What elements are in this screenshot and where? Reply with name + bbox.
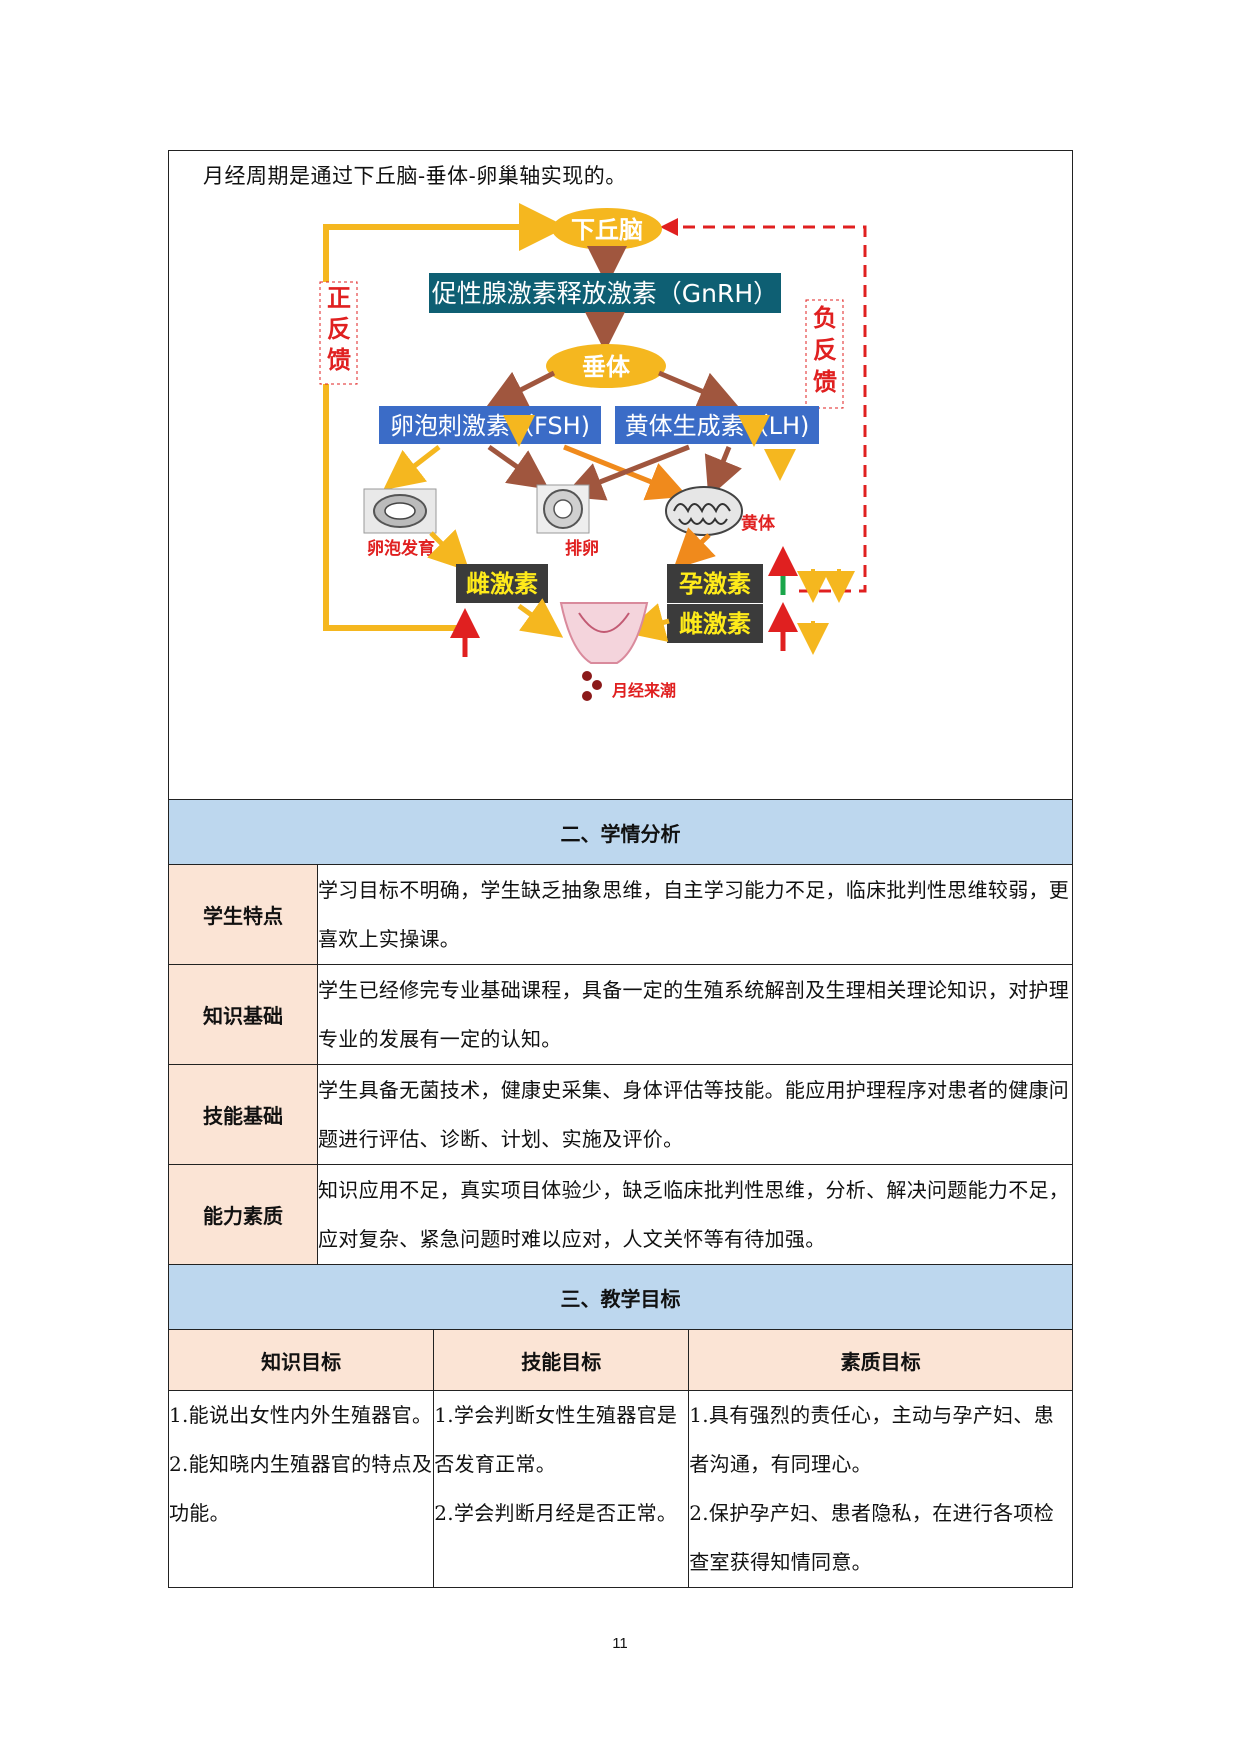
corpus-luteum-image <box>665 486 743 536</box>
quality-goal-2: 2.保护孕产妇、患者隐私，在进行各项检查室获得知情同意。 <box>689 1501 1055 1574</box>
section-2-title: 二、学情分析 <box>168 799 1073 865</box>
lh-label: 黄体生成素（LH) <box>625 412 810 440</box>
skill-goal-1: 1.学会判断女性生殖器官是否发育正常。 <box>434 1403 678 1476</box>
ovulation-image <box>536 484 590 534</box>
intro-cell: 月经周期是通过下丘脑-垂体-卵巢轴实现的。 正 反 <box>168 150 1073 800</box>
blood-drop <box>582 691 592 701</box>
row-text-knowledge-base: 学生已经修完专业基础课程，具备一定的生殖系统解剖及生理相关理论知识，对护理专业的… <box>317 964 1073 1065</box>
row-label-ability: 能力素质 <box>168 1164 318 1265</box>
corpus-luteum-label: 黄体 <box>741 513 776 534</box>
skill-goals-cell: 1.学会判断女性生殖器官是否发育正常。 2.学会判断月经是否正常。 <box>433 1390 690 1588</box>
page-number: 11 <box>612 1635 628 1652</box>
progesterone-label: 孕激素 <box>679 570 751 598</box>
estrogen-2-box <box>667 604 763 643</box>
row-label-knowledge-base: 知识基础 <box>168 964 318 1065</box>
fsh-label: 卵泡刺激素（FSH) <box>390 412 590 440</box>
knowledge-goal-2: 2.能知晓内生殖器官的特点及功能。 <box>169 1452 433 1525</box>
column-skill-goals: 技能目标 <box>433 1329 690 1391</box>
row-label-student-traits: 学生特点 <box>168 864 318 965</box>
negative-feedback-box <box>805 299 844 409</box>
estrogen-box <box>456 564 548 603</box>
negative-feedback-label-3: 馈 <box>813 368 837 396</box>
negative-feedback-label-1: 负 <box>813 304 837 332</box>
follicle-label: 卵泡发育 <box>367 538 435 559</box>
estrogen-label: 雌激素 <box>466 570 538 598</box>
hypothalamus-label: 下丘脑 <box>571 216 643 244</box>
quality-goal-1: 1.具有强烈的责任心，主动与孕产妇、患者沟通，有同理心。 <box>689 1403 1055 1476</box>
fsh-box <box>379 406 601 444</box>
menstruation-label: 月经来潮 <box>611 681 676 700</box>
row-text-student-traits: 学习目标不明确，学生缺乏抽象思维，自主学习能力不足，临床批判性思维较弱，更喜欢上… <box>317 864 1073 965</box>
knowledge-goal-1: 1.能说出女性内外生殖器官。 <box>169 1403 433 1427</box>
section-3-title: 三、教学目标 <box>168 1264 1073 1330</box>
blood-drop <box>592 680 602 690</box>
hypothalamus-node <box>552 208 662 250</box>
lh-box <box>615 406 819 444</box>
hpo-axis-diagram: 正 反 馈 负 反 馈 下丘脑 促性腺激素释放激素（GnRH） <box>319 203 867 701</box>
negative-feedback-label-2: 反 <box>813 336 837 364</box>
positive-feedback-label-3: 馈 <box>327 346 351 374</box>
positive-feedback-arrow <box>323 203 567 631</box>
negative-feedback-arrow <box>660 218 867 593</box>
progesterone-box <box>667 564 763 603</box>
knowledge-goals-cell: 1.能说出女性内外生殖器官。 2.能知晓内生殖器官的特点及功能。 <box>167 1390 435 1588</box>
follicle-image <box>363 488 437 534</box>
row-text-ability: 知识应用不足，真实项目体验少，缺乏临床批判性思维，分析、解决问题能力不足，应对复… <box>317 1164 1073 1265</box>
intro-text: 月经周期是通过下丘脑-垂体-卵巢轴实现的。 <box>203 164 627 188</box>
quality-goals-cell: 1.具有强烈的责任心，主动与孕产妇、患者沟通，有同理心。 2.保护孕产妇、患者隐… <box>688 1390 1073 1588</box>
column-quality-goals: 素质目标 <box>688 1329 1073 1391</box>
blood-drop <box>582 671 592 681</box>
positive-feedback-label-1: 正 <box>327 284 351 312</box>
ovulation-label: 排卵 <box>565 538 599 559</box>
content-table: 月经周期是通过下丘脑-垂体-卵巢轴实现的。 正 反 <box>167 150 1073 1588</box>
estrogen-2-label: 雌激素 <box>679 610 751 638</box>
pituitary-node <box>546 344 666 388</box>
gnrh-label: 促性腺激素释放激素（GnRH） <box>432 279 778 308</box>
row-text-skill-base: 学生具备无菌技术，健康史采集、身体评估等技能。能应用护理程序对患者的健康问题进行… <box>317 1064 1073 1165</box>
pituitary-label: 垂体 <box>582 353 631 381</box>
row-label-skill-base: 技能基础 <box>168 1064 318 1165</box>
positive-feedback-box <box>319 281 358 385</box>
positive-feedback-label-2: 反 <box>327 315 351 343</box>
column-knowledge-goals: 知识目标 <box>167 1329 435 1391</box>
skill-goal-2: 2.学会判断月经是否正常。 <box>434 1501 678 1525</box>
uterus-image <box>559 602 649 664</box>
gnrh-box <box>429 273 781 313</box>
